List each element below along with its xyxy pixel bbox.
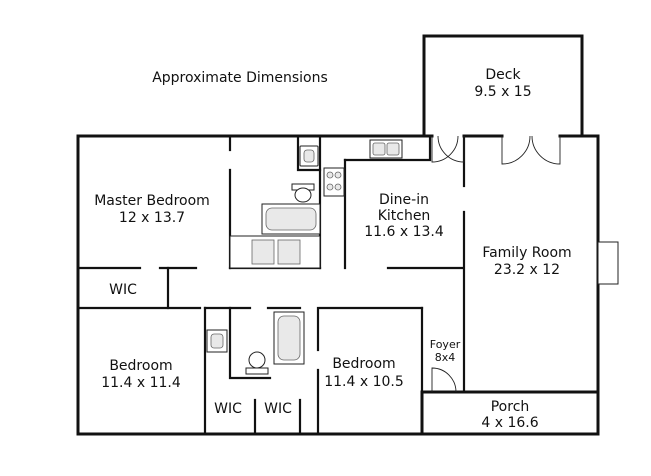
bedroom-right-name: Bedroom <box>332 356 395 372</box>
doors <box>431 135 561 393</box>
lower-toilet-tank-icon <box>245 367 269 375</box>
porch-name: Porch <box>491 399 530 415</box>
kitchen-name-line1: Dine-in <box>379 192 429 208</box>
master-bedroom-size: 12 x 13.7 <box>119 210 185 226</box>
wic-master-label: WIC <box>109 282 137 298</box>
fireplace-icon <box>597 241 619 285</box>
foyer-size: 8x4 <box>435 351 456 364</box>
french-door-left <box>501 135 531 165</box>
room-foyer: Foyer 8x4 <box>430 338 461 364</box>
plan-heading: Approximate Dimensions <box>152 70 328 86</box>
toilet-icon <box>294 187 312 203</box>
front-door <box>431 367 457 393</box>
family-room-size: 23.2 x 12 <box>494 262 560 278</box>
bedroom-left-size: 11.4 x 11.4 <box>101 375 181 391</box>
room-family-room: Family Room 23.2 x 12 <box>482 245 571 278</box>
deck-door-left <box>431 135 459 163</box>
lower-toilet-icon <box>248 351 266 369</box>
foyer-name: Foyer <box>430 338 461 351</box>
bedroom-right-size: 11.4 x 10.5 <box>324 374 404 390</box>
kitchen-name-line2: Kitchen <box>378 208 431 224</box>
kitchen-size: 11.6 x 13.4 <box>364 224 444 240</box>
deck-name: Deck <box>485 67 521 83</box>
porch-size: 4 x 16.6 <box>481 415 538 431</box>
deck-door-right <box>437 135 465 163</box>
room-porch: Porch 4 x 16.6 <box>481 399 538 431</box>
master-bedroom-name: Master Bedroom <box>94 193 210 209</box>
vanity-icon <box>229 235 321 269</box>
wic-right-label: WIC <box>264 401 292 417</box>
stove-icon <box>323 167 345 197</box>
room-master-bedroom: Master Bedroom 12 x 13.7 <box>94 193 210 226</box>
room-bedroom-left: Bedroom 11.4 x 11.4 <box>101 358 181 391</box>
room-bedroom-right: Bedroom 11.4 x 10.5 <box>324 356 404 390</box>
room-deck: Deck 9.5 x 15 <box>474 67 531 100</box>
family-room-name: Family Room <box>482 245 571 261</box>
fixtures <box>206 139 619 375</box>
sink-basin-icon <box>303 149 315 163</box>
room-kitchen: Dine-in Kitchen 11.6 x 13.4 <box>364 192 444 240</box>
french-door-right <box>531 135 561 165</box>
deck-size: 9.5 x 15 <box>474 84 531 100</box>
bedroom-left-name: Bedroom <box>109 358 172 374</box>
wic-left-label: WIC <box>214 401 242 417</box>
